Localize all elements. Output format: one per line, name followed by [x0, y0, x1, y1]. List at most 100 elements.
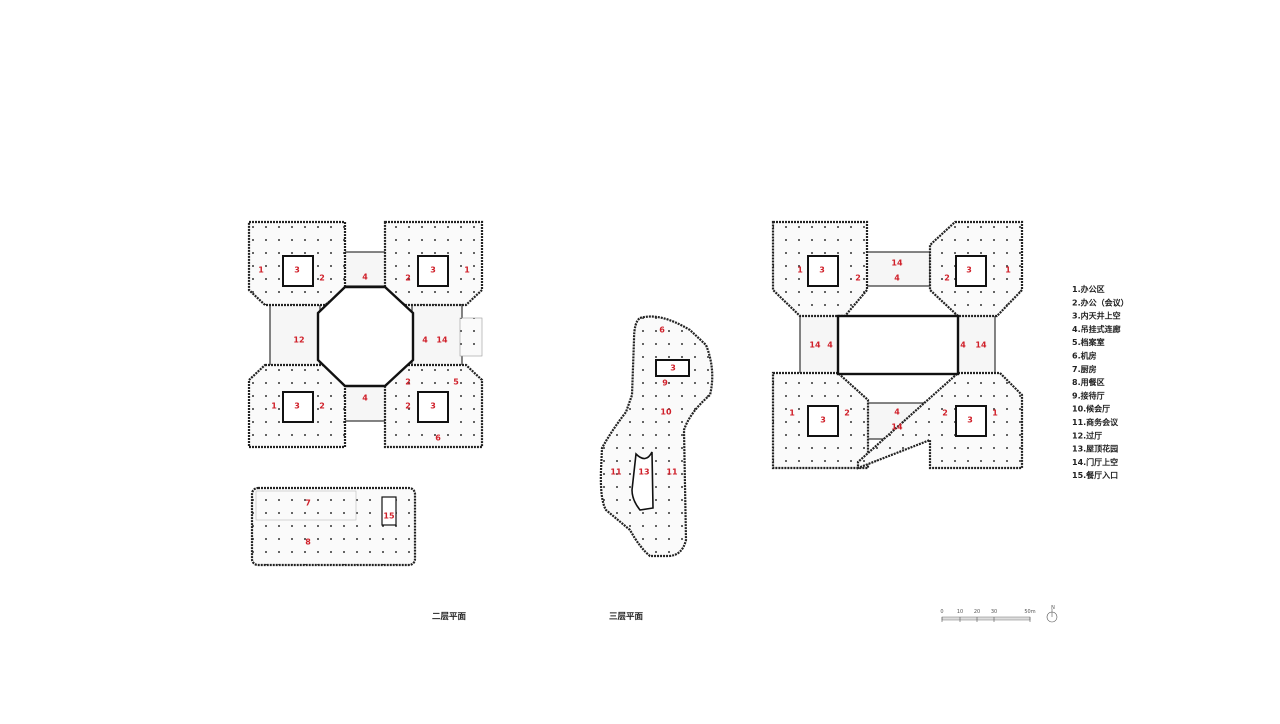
room-label: 9	[662, 379, 668, 388]
legend-item: 15.餐厅入口	[1072, 470, 1118, 480]
legend-item: 5.档案室	[1072, 337, 1105, 347]
canteen-block	[250, 486, 417, 567]
room-label: 3	[430, 266, 436, 275]
room-label: 3	[820, 416, 826, 425]
room-label: 2	[855, 274, 861, 283]
scale-bar: 0 10 20 30 50m N	[940, 605, 1058, 623]
room-label: 3	[294, 402, 300, 411]
room-label: 2	[405, 402, 411, 411]
room-label: 1	[464, 266, 470, 275]
scale-tick: 10	[957, 609, 963, 615]
atrium	[282, 391, 314, 423]
plan-third-floor: 6 39 10 11 13 11	[599, 315, 714, 558]
room-label: 14	[975, 341, 987, 350]
room-label: 4	[362, 273, 368, 282]
room-label: 2	[319, 402, 325, 411]
legend-item: 14.门厅上空	[1072, 457, 1118, 467]
scale-tick: 0	[940, 609, 943, 615]
room-label: 3	[819, 266, 825, 275]
plan-canteen: 7 8 15	[250, 486, 417, 567]
room-label: 3	[670, 364, 676, 373]
terrace-grid	[459, 317, 483, 357]
room-label: 1	[258, 266, 264, 275]
room-label: 4	[894, 408, 900, 417]
legend-item: 13.屋顶花园	[1072, 444, 1118, 454]
room-label: 5	[453, 378, 459, 387]
room-label: 10	[660, 408, 672, 417]
bridge-top	[864, 251, 931, 287]
room-label: 11	[666, 468, 678, 477]
legend-item: 2.办公（会议）	[1072, 297, 1129, 307]
courtyard	[836, 314, 960, 376]
room-label: 1	[271, 402, 277, 411]
room-label: 2	[844, 409, 850, 418]
atrium	[955, 405, 987, 437]
room-label: 1	[1005, 266, 1011, 275]
caption-third-floor: 三层平面	[609, 612, 644, 622]
room-label: 12	[293, 336, 304, 345]
roof-garden	[631, 451, 654, 511]
room-label: 1	[789, 409, 795, 418]
legend-item: 10.候会厅	[1072, 404, 1110, 414]
room-label: 4	[894, 274, 900, 283]
room-label: 6	[435, 434, 441, 443]
third-floor-outline	[599, 315, 714, 558]
legend-item: 3.内天井上空	[1072, 311, 1121, 321]
room-label: 4	[960, 341, 966, 350]
legend-item: 6.机房	[1072, 351, 1097, 361]
room-label: 2	[405, 378, 411, 387]
atrium	[807, 405, 839, 437]
north-arrow-icon: N	[1046, 605, 1058, 623]
room-label: 1	[797, 266, 803, 275]
atrium	[282, 255, 314, 287]
plan-second-floor: 1 3 2 4 2 3 1 12 4 14 1 3 2 4 2 5 2 3 6	[247, 220, 484, 449]
legend-item: 12.过厅	[1072, 430, 1102, 440]
room-label: 14	[891, 423, 903, 432]
room-label: 4	[362, 394, 368, 403]
room-label: 2	[942, 409, 948, 418]
legend-item: 11.商务会议	[1072, 417, 1119, 427]
room-label: 6	[659, 326, 665, 335]
room-label: 14	[809, 341, 821, 350]
legend-item: 4.吊挂式连廊	[1072, 324, 1121, 334]
legend-item: 8.用餐区	[1072, 377, 1105, 387]
room-label: 3	[966, 266, 972, 275]
bridge-east	[954, 314, 996, 376]
legend-item: 1.办公区	[1072, 284, 1105, 294]
caption-second-floor: 二层平面	[432, 612, 467, 622]
bridge-bottom	[339, 384, 391, 422]
room-label: 15	[383, 512, 395, 521]
room-label: 2	[405, 274, 411, 283]
room-label: 2	[944, 274, 950, 283]
entrance-box	[381, 496, 397, 526]
legend: 1.办公区 2.办公（会议） 3.内天井上空 4.吊挂式连廊 5.档案室 6.机房 7.厨房…	[1072, 284, 1129, 480]
atrium	[417, 391, 449, 423]
room-label: 1	[992, 409, 998, 418]
room-label: 2	[319, 274, 325, 283]
hall-west	[269, 302, 321, 368]
atrium	[955, 255, 987, 287]
room-label: 8	[305, 538, 311, 547]
scale-tick: 50m	[1024, 609, 1035, 615]
legend-item: 9.接待厅	[1072, 390, 1105, 400]
legend-item: 7.厨房	[1072, 364, 1097, 374]
atrium	[655, 359, 690, 377]
room-label: 11	[610, 468, 622, 477]
scale-tick: 30	[991, 609, 997, 615]
room-label: 3	[430, 402, 436, 411]
room-label: 14	[891, 259, 903, 268]
room-label: 13	[638, 468, 649, 477]
north-label: N	[1051, 605, 1055, 611]
octagon-courtyard	[316, 285, 415, 388]
room-label: 4	[827, 341, 833, 350]
kitchen-area	[255, 490, 357, 521]
room-label: 4	[422, 336, 428, 345]
atrium	[807, 255, 839, 287]
block-se	[856, 371, 1024, 470]
atrium	[417, 255, 449, 287]
room-label: 3	[294, 266, 300, 275]
room-label: 7	[305, 499, 311, 508]
room-label: 14	[436, 336, 448, 345]
